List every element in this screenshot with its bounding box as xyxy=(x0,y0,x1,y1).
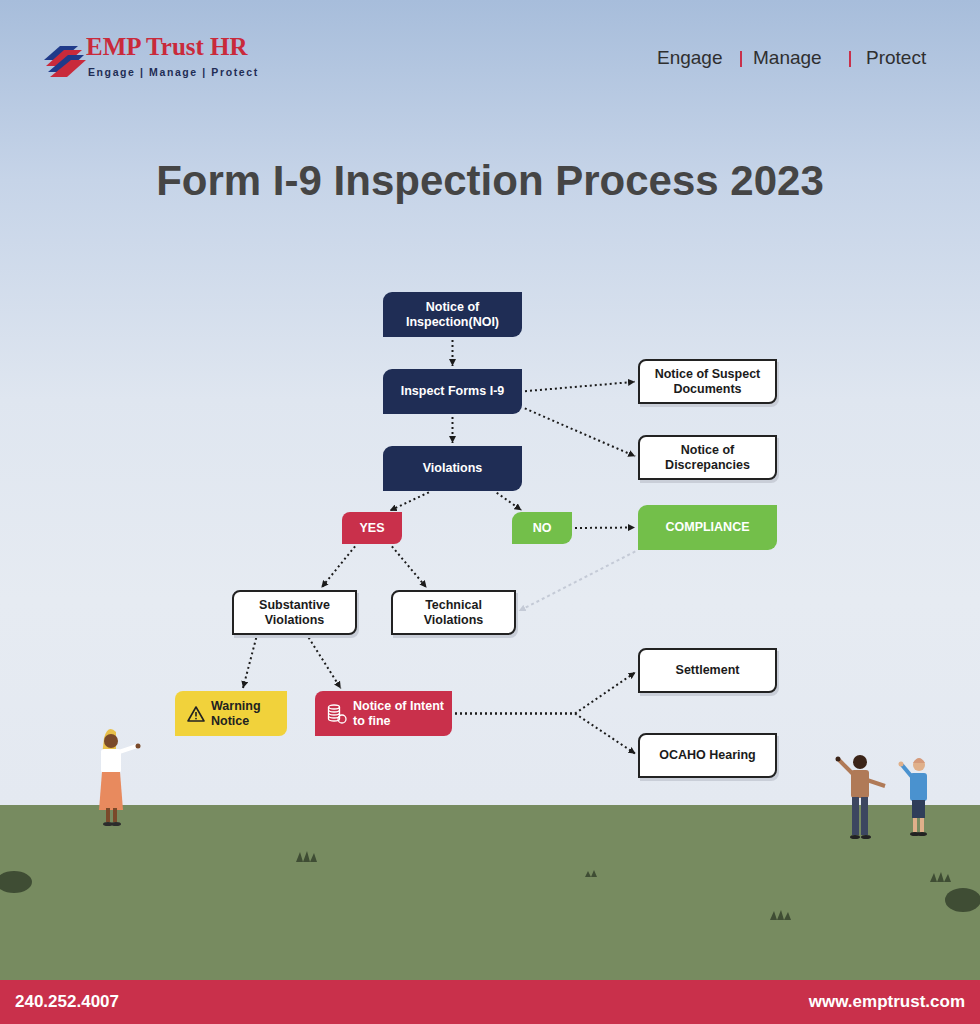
ground xyxy=(0,805,980,980)
warning-box: Warning Notice xyxy=(175,691,287,736)
node-text: OCAHO Hearing xyxy=(659,748,756,763)
node-text: Notice of Inspection(NOI) xyxy=(391,300,514,330)
footer-bar xyxy=(0,980,980,1024)
dotted-connector xyxy=(455,714,636,754)
separator xyxy=(849,51,851,67)
node-text: Notice of Discrepancies xyxy=(648,443,767,473)
person-figure xyxy=(99,729,141,826)
node-text: COMPLIANCE xyxy=(665,520,749,535)
logo-text: EMP Trust HR xyxy=(86,33,248,61)
website: www.emptrust.com xyxy=(809,992,965,1012)
dotted-connector xyxy=(452,340,454,366)
dotted-connector xyxy=(243,638,256,688)
fine-box: Notice of Intent to fine xyxy=(315,691,452,736)
logo-tagline: Engage | Manage | Protect xyxy=(88,66,259,78)
node-text: Inspect Forms I-9 xyxy=(401,384,505,399)
dotted-connector xyxy=(525,382,635,391)
header-link: Engage xyxy=(657,47,723,69)
violation-box: Substantive Violations xyxy=(232,590,357,635)
violation-box: Technical Violations xyxy=(391,590,516,635)
process-box: Inspect Forms I-9 xyxy=(383,369,522,414)
answer-tag: NO xyxy=(512,512,572,544)
node-text: Substantive Violations xyxy=(242,598,347,628)
bushes xyxy=(0,851,980,920)
node-text: YES xyxy=(359,521,384,536)
separator xyxy=(740,51,742,67)
notice-box: Notice of Suspect Documents xyxy=(638,359,777,404)
phone-number: 240.252.4007 xyxy=(15,992,119,1012)
node-text: NO xyxy=(533,521,552,536)
person-figure xyxy=(899,758,928,836)
decision-box: Violations xyxy=(383,446,522,491)
coins-icon xyxy=(327,703,347,725)
logo-mark xyxy=(44,46,86,77)
header-link: Manage xyxy=(753,47,822,69)
dotted-connector xyxy=(455,672,636,713)
dotted-connector xyxy=(321,546,355,587)
dotted-connector xyxy=(497,493,522,511)
dotted-connector xyxy=(452,417,454,443)
dotted-connector xyxy=(390,492,429,510)
process-box: Notice of Inspection(NOI) xyxy=(383,292,522,337)
notice-box: Notice of Discrepancies xyxy=(638,435,777,480)
dotted-connector xyxy=(525,408,635,456)
dotted-connector xyxy=(392,546,427,587)
header-link: Protect xyxy=(866,47,926,69)
person-figure xyxy=(836,755,886,839)
dotted-connector xyxy=(519,551,636,611)
node-text: Settlement xyxy=(676,663,740,678)
result-box: COMPLIANCE xyxy=(638,505,777,550)
answer-tag: YES xyxy=(342,512,402,544)
node-text: Notice of Suspect Documents xyxy=(648,367,767,397)
dotted-connector xyxy=(575,527,635,530)
dotted-connector xyxy=(309,638,341,689)
warning-icon xyxy=(187,706,205,722)
node-text: Violations xyxy=(423,461,483,476)
outcome-box: Settlement xyxy=(638,648,777,693)
node-text: Notice of Intent to fine xyxy=(353,699,444,729)
node-text: Technical Violations xyxy=(401,598,506,628)
outcome-box: OCAHO Hearing xyxy=(638,733,777,778)
diagram-title: Form I-9 Inspection Process 2023 xyxy=(0,157,980,205)
node-text: Warning Notice xyxy=(211,699,279,729)
